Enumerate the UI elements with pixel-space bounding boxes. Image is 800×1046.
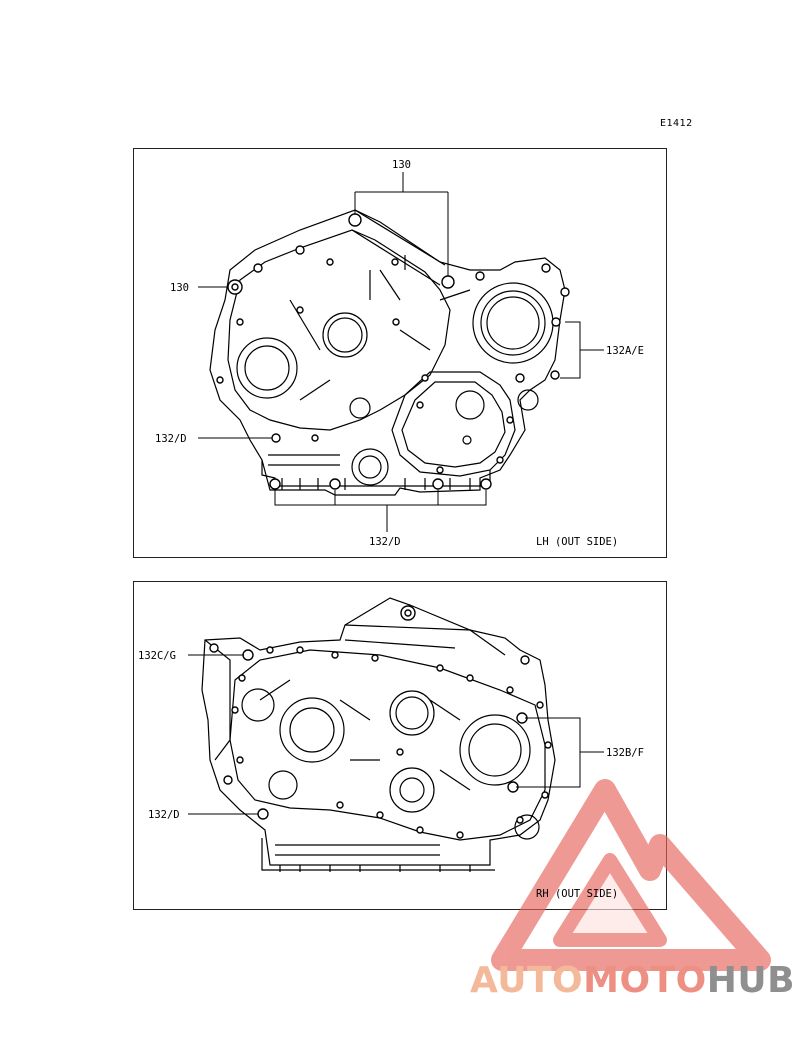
callout-132d-rh: 132/D — [148, 809, 180, 821]
diagram-code: E1412 — [660, 118, 693, 129]
callout-132cg: 132C/G — [138, 650, 176, 662]
watermark-logo-icon — [491, 779, 771, 971]
watermark-text: AUTOMOTOHUB — [470, 960, 795, 1001]
rh-view-label: RH (OUT SIDE) — [536, 888, 618, 900]
lh-callouts: 130 130 132A/E 132/D 132/D LH (OUT SIDE) — [155, 159, 644, 548]
lh-crankcase-panel — [133, 148, 667, 558]
callout-132d-left: 132/D — [155, 433, 187, 445]
callout-132bf: 132B/F — [606, 747, 644, 759]
callout-130-top: 130 — [392, 159, 411, 171]
rh-bolt-holes — [209, 605, 552, 839]
callout-130-left: 130 — [170, 282, 189, 294]
watermark-part-auto: AUTO — [470, 960, 584, 1001]
lh-view-label: LH (OUT SIDE) — [536, 536, 618, 548]
lh-leader-lines — [198, 172, 604, 532]
watermark-part-moto: MOTO — [583, 960, 707, 1001]
lh-crankcase-drawing — [209, 209, 566, 496]
rh-leader-lines — [188, 654, 604, 815]
watermark-part-hub: HUB — [706, 960, 796, 1001]
callout-132d-bottom: 132/D — [369, 536, 401, 548]
rh-crankcase-drawing — [201, 597, 556, 872]
callout-132ae: 132A/E — [606, 345, 644, 357]
rh-callouts: 132C/G 132/D 132B/F RH (OUT SIDE) — [138, 650, 644, 900]
